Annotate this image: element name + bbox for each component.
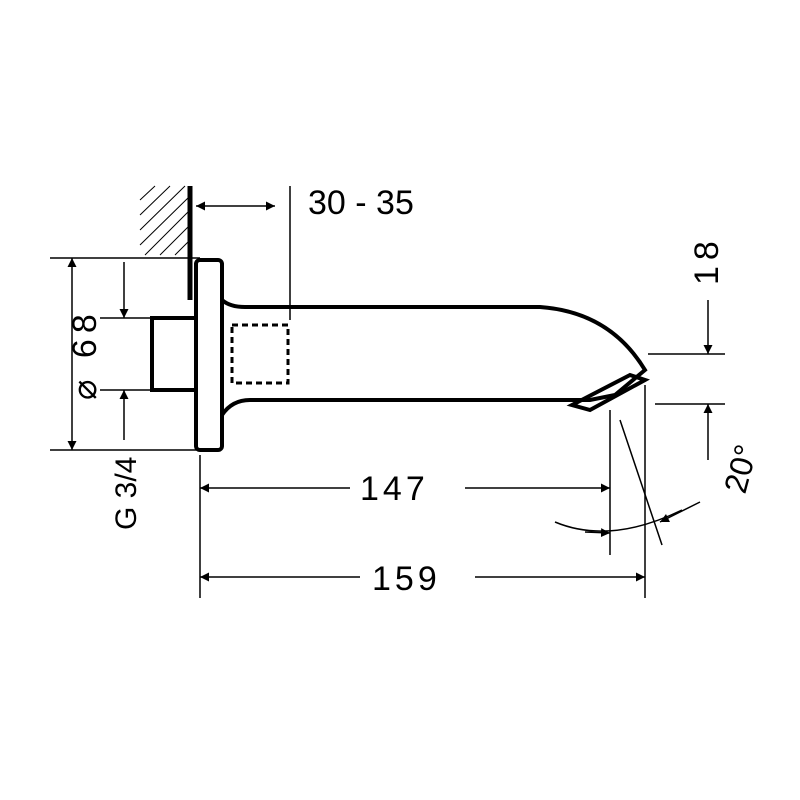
aerator xyxy=(566,372,650,413)
dim-height: 18 xyxy=(688,235,726,285)
rosette xyxy=(194,258,224,452)
spout-body xyxy=(220,298,648,417)
connector xyxy=(150,316,198,392)
dim-projection: 30 - 35 xyxy=(308,184,414,222)
dim-angle: 20° xyxy=(717,441,764,497)
hidden-thread xyxy=(230,323,290,385)
dim-thread: G 3/4 xyxy=(110,457,143,530)
dim-length-total: 159 xyxy=(372,560,441,598)
wall-hatch xyxy=(139,185,191,256)
dim-diameter: ⌀ 68 xyxy=(66,308,104,400)
dim-length-outlet: 147 xyxy=(360,470,429,508)
